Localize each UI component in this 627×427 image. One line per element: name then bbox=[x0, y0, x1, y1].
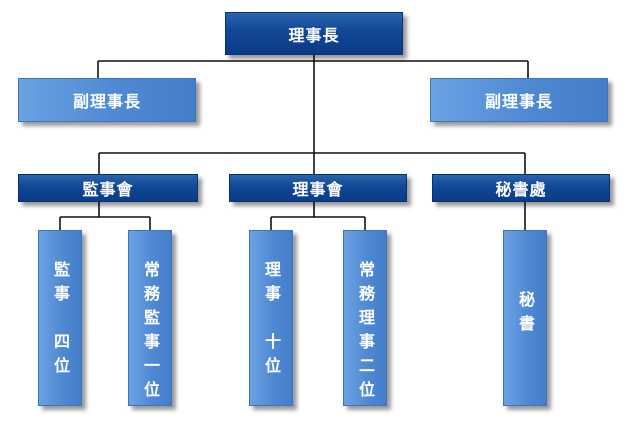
supervisors-council-box: 監事會 bbox=[18, 174, 198, 202]
chairman-label: 理事長 bbox=[288, 25, 340, 45]
standing-supervisor-box: 常務監事一位 bbox=[128, 230, 172, 406]
vice-chairman-box-right: 副理事長 bbox=[430, 78, 608, 122]
secretary-box: 秘書 bbox=[503, 230, 547, 406]
directors-box: 理事 十位 bbox=[249, 230, 293, 406]
secretariat-box: 秘書處 bbox=[432, 174, 610, 202]
department-label: 理事會 bbox=[292, 180, 344, 199]
member-label: 理事 十位 bbox=[262, 261, 281, 381]
vice-chairman-label: 副理事長 bbox=[484, 92, 553, 111]
member-label: 常務理事二位 bbox=[356, 261, 375, 405]
board-of-directors-box: 理事會 bbox=[229, 174, 407, 202]
member-label: 常務監事一位 bbox=[141, 261, 160, 405]
vice-chairman-box-left: 副理事長 bbox=[18, 78, 196, 122]
member-label: 監事 四位 bbox=[51, 261, 70, 381]
supervisors-box: 監事 四位 bbox=[38, 230, 82, 406]
department-label: 監事會 bbox=[82, 180, 134, 199]
vice-chairman-label: 副理事長 bbox=[72, 92, 141, 111]
department-label: 秘書處 bbox=[495, 180, 547, 199]
standing-directors-box: 常務理事二位 bbox=[343, 230, 387, 406]
member-label: 秘書 bbox=[516, 291, 535, 339]
chairman-box: 理事長 bbox=[225, 12, 403, 55]
